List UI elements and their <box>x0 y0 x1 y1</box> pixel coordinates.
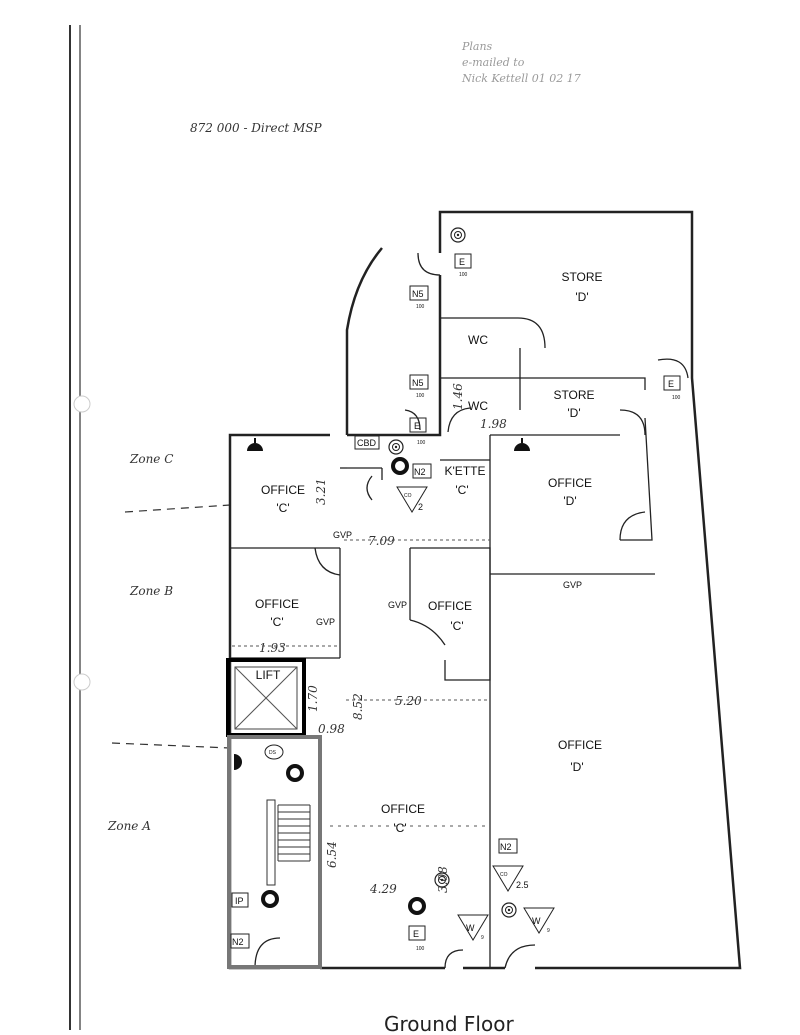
alarm-bell-icon <box>247 443 263 451</box>
dim-146: 1.46 <box>451 383 465 410</box>
binder-margin <box>69 25 91 1030</box>
kette-name: K'ETTE <box>445 464 486 478</box>
hose-reel-icon <box>286 764 304 782</box>
equipment <box>234 227 530 918</box>
office-c3-name: OFFICE <box>428 599 472 613</box>
water-label-1: W <box>466 923 475 933</box>
office-d1-name: OFFICE <box>548 476 592 490</box>
hose-reel-icon <box>408 897 426 915</box>
dim-654: 6.54 <box>325 841 339 868</box>
office-c2-class: 'C' <box>270 615 283 629</box>
n5-tag-1: N5 <box>412 289 424 299</box>
co2-label-2: CO <box>500 872 508 878</box>
co2-label-1: CO <box>404 493 412 499</box>
office-c2-name: OFFICE <box>255 597 299 611</box>
office-c3-class: 'C' <box>450 619 463 633</box>
n5-rating-2: 100 <box>416 393 425 399</box>
dim-429: 4.29 <box>369 882 397 896</box>
e-tag-2: E <box>414 421 420 431</box>
note-line-2: e-mailed to <box>462 56 525 69</box>
dim-193: 1.93 <box>259 641 286 655</box>
ip-tag: IP <box>235 896 244 906</box>
e-tag-4: E <box>413 929 419 939</box>
store-2-name: STORE <box>553 388 594 402</box>
smoke-detector-icon <box>434 872 450 888</box>
hose-reel-icon <box>261 890 279 908</box>
office-d2-class: 'D' <box>570 760 583 774</box>
equipment-tags: E 100 N5 100 N5 100 E 100 E 100 CBD N2 N… <box>230 253 681 952</box>
gvp-2: GVP <box>388 600 407 610</box>
n2-tag-1: N2 <box>414 467 426 477</box>
co2-rating-2: 2.5 <box>516 880 529 890</box>
cbd-tag: CBD <box>357 438 377 448</box>
dim-098: 0.98 <box>318 722 345 736</box>
kette-class: 'C' <box>455 483 468 497</box>
floor-title: Ground Floor <box>384 1012 514 1035</box>
e-rating-3: 100 <box>672 395 681 401</box>
smoke-detector-icon <box>388 439 404 455</box>
office-d2-name: OFFICE <box>558 738 602 752</box>
dim-520: 5.20 <box>395 694 422 708</box>
wc-2-name: WC <box>468 399 488 413</box>
smoke-detector-icon <box>450 227 466 243</box>
office-c1-class: 'C' <box>276 501 289 515</box>
n2-tag-2: N2 <box>500 842 512 852</box>
note-line-3: Nick Kettell 01 02 17 <box>461 72 581 85</box>
store-2-class: 'D' <box>567 406 580 420</box>
dim-852: 8.52 <box>351 693 365 720</box>
wc-1-name: WC <box>468 333 488 347</box>
e-tag-1: E <box>459 257 465 267</box>
ds-tag: DS <box>269 750 277 756</box>
store-1-name: STORE <box>561 270 602 284</box>
office-c1-name: OFFICE <box>261 483 305 497</box>
dim-308: 3.08 <box>436 866 450 893</box>
alarm-bell-icon <box>514 443 530 451</box>
walls <box>228 210 742 970</box>
lift-name: LIFT <box>256 668 281 682</box>
dim-321: 3.21 <box>314 478 328 505</box>
e-rating-1: 100 <box>459 272 468 278</box>
zone-a-label: Zone A <box>107 819 151 833</box>
smoke-detector-icon <box>501 902 517 918</box>
e-tag-3: E <box>668 379 674 389</box>
water-label-2: W <box>532 916 541 926</box>
office-d1-class: 'D' <box>563 494 576 508</box>
room-labels: STORE 'D' WC WC STORE 'D' OFFICE 'C' K'E… <box>255 270 603 835</box>
zone-b-label: Zone B <box>129 584 173 598</box>
e-rating-4: 100 <box>416 946 425 952</box>
water-rating-2: 9 <box>547 928 550 934</box>
hose-reel-icon <box>391 457 409 475</box>
gvp-4: GVP <box>563 580 582 590</box>
n5-tag-2: N5 <box>412 378 424 388</box>
extinguishers: CO 2 CO 2.5 W 9 W 9 <box>396 486 555 941</box>
water-rating-1: 9 <box>481 935 484 941</box>
n2-tag-3: N2 <box>232 937 244 947</box>
dimensions: 7.09 3.21 1.93 5.20 8.52 1.70 0.98 6.54 … <box>232 383 507 896</box>
note-line-1: Plans <box>461 40 493 53</box>
zone-c-label: Zone C <box>129 452 173 466</box>
office-c4-class: 'C' <box>393 821 406 835</box>
gvp-labels: GVP GVP GVP GVP <box>316 530 582 627</box>
gvp-1: GVP <box>333 530 352 540</box>
note-direct-msp: 872 000 - Direct MSP <box>190 121 322 135</box>
office-c4-name: OFFICE <box>381 802 425 816</box>
store-1-class: 'D' <box>575 290 588 304</box>
alarm-bell-icon <box>234 754 242 770</box>
zone-markers: Zone C Zone B Zone A <box>107 452 231 833</box>
co2-rating-1: 2 <box>418 502 423 512</box>
stair-core <box>227 735 322 969</box>
dim-198: 1.98 <box>480 417 507 431</box>
n5-rating-1: 100 <box>416 304 425 310</box>
dim-170: 1.70 <box>306 685 320 712</box>
e-rating-2: 100 <box>417 440 426 446</box>
dim-709: 7.09 <box>368 534 395 548</box>
handwritten-notes: Plans e-mailed to Nick Kettell 01 02 17 … <box>190 40 581 135</box>
gvp-3: GVP <box>316 617 335 627</box>
